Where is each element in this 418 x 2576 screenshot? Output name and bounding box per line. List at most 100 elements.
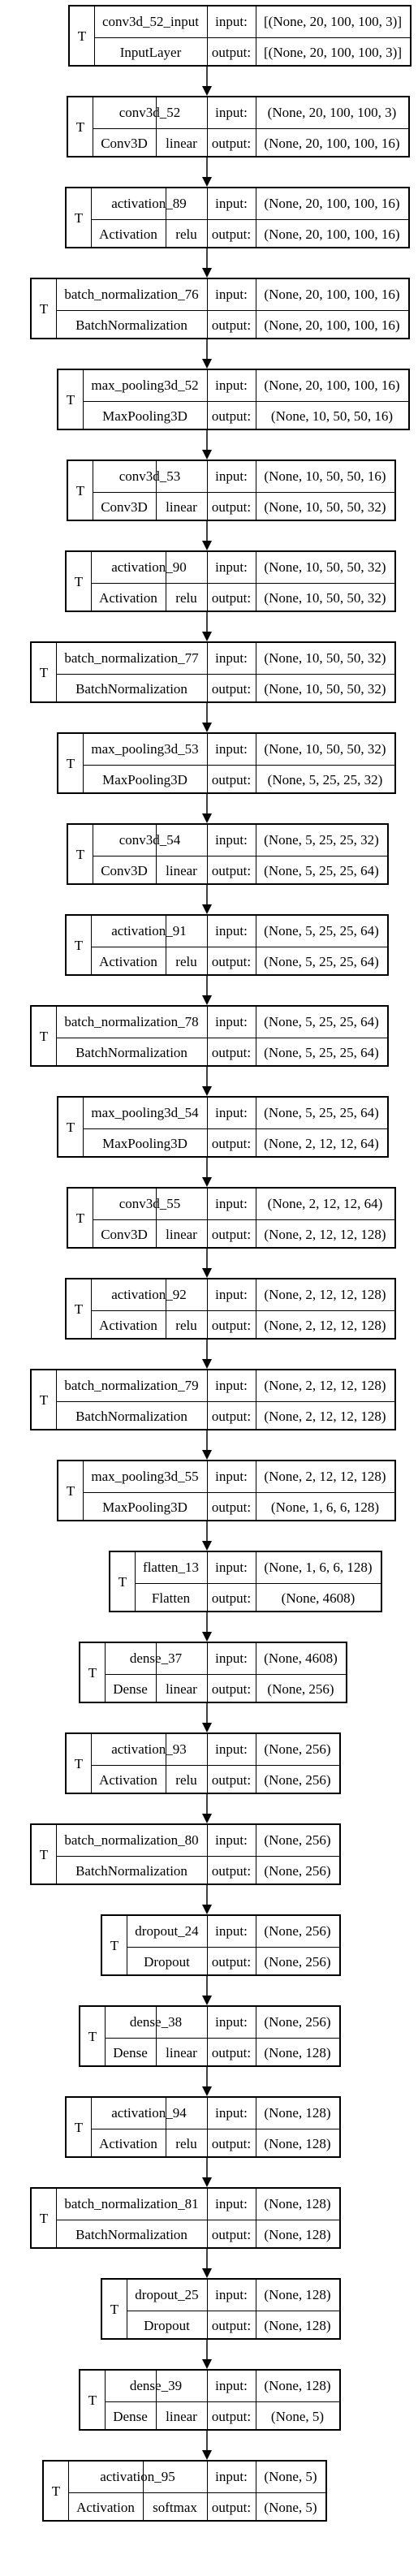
output-shape: (None, 5, 25, 25, 64)	[264, 862, 379, 878]
cell-divider	[83, 370, 84, 429]
output-label: output:	[211, 1953, 252, 1970]
edge-arrowhead	[202, 813, 212, 823]
output-label: output:	[211, 1317, 252, 1333]
edge-arrowhead	[202, 723, 212, 732]
input-shape: (None, 20, 100, 100, 16)	[264, 377, 400, 393]
output-shape: (None, 256)	[264, 1862, 331, 1879]
output-label: output:	[211, 317, 252, 333]
output-shape: (None, 20, 100, 100, 16)	[264, 135, 400, 151]
layer-activation: linear	[166, 1226, 197, 1242]
layer-activation: relu	[175, 1771, 197, 1788]
cell-divider	[207, 370, 208, 429]
input-shape: (None, 2, 12, 12, 64)	[267, 1195, 383, 1211]
cell-divider	[83, 734, 84, 792]
output-label: output:	[211, 953, 252, 969]
row-divider	[105, 2038, 339, 2039]
input-label: input:	[215, 2377, 248, 2393]
row-divider	[91, 1765, 339, 1766]
output-label: output:	[211, 1044, 252, 1060]
output-shape: (None, 256)	[267, 1681, 334, 1697]
output-label: output:	[211, 1862, 252, 1879]
input-label: input:	[215, 2104, 248, 2121]
output-label: output:	[211, 408, 252, 424]
output-shape: (None, 256)	[264, 1953, 331, 1970]
cell-divider	[91, 916, 92, 974]
input-label: input:	[215, 1468, 248, 1484]
layer-type: Dense	[113, 2044, 148, 2060]
layer-type: Conv3D	[101, 862, 148, 878]
input-shape: (None, 5)	[264, 2468, 317, 2484]
layer-type: Dropout	[144, 2317, 190, 2333]
cell-divider	[56, 1825, 57, 1883]
layer-activation: relu	[175, 589, 197, 606]
input-label: input:	[215, 2468, 248, 2484]
layer-activation: linear	[166, 498, 197, 515]
cell-divider	[105, 2007, 106, 2065]
input-shape: (None, 256)	[264, 1741, 331, 1757]
cell-divider	[56, 1007, 57, 1065]
output-shape: (None, 128)	[264, 2317, 331, 2333]
input-label: input:	[215, 1195, 248, 1211]
cell-divider	[207, 643, 208, 701]
cell-divider	[156, 1189, 157, 1247]
input-shape: (None, 128)	[264, 2195, 331, 2211]
edge-arrowhead	[202, 1359, 212, 1369]
output-shape: (None, 128)	[264, 2226, 331, 2242]
layer-type: MaxPooling3D	[102, 771, 187, 787]
edge-arrowhead	[202, 1177, 212, 1187]
edge-arrowhead	[202, 1450, 212, 1460]
layer-name: activation_90	[111, 559, 187, 575]
cell-divider	[156, 2371, 157, 2429]
layer-type: Activation	[99, 953, 157, 969]
cell-divider	[207, 1189, 208, 1247]
row-divider	[83, 1128, 387, 1129]
output-label: output:	[211, 2044, 252, 2060]
layer-type: Conv3D	[101, 135, 148, 151]
edge-arrowhead	[202, 632, 212, 641]
layer-name: dropout_25	[135, 2286, 199, 2302]
cell-divider	[207, 1007, 208, 1065]
row-divider	[83, 401, 408, 402]
input-shape: (None, 5, 25, 25, 64)	[264, 1013, 379, 1029]
cell-divider	[156, 97, 157, 156]
trainable-flag: T	[110, 1937, 119, 1953]
row-divider	[83, 765, 394, 766]
row-divider	[91, 219, 408, 220]
edge-arrowhead	[202, 1814, 212, 1823]
input-label: input:	[215, 1559, 248, 1575]
layer-activation: linear	[166, 1681, 197, 1697]
trainable-flag: T	[88, 2392, 97, 2408]
cell-divider	[135, 1552, 136, 1611]
output-label: output:	[211, 2135, 252, 2151]
row-divider	[94, 37, 410, 38]
row-divider	[105, 2401, 339, 2402]
layer-type: Activation	[99, 1771, 157, 1788]
input-label: input:	[215, 1377, 248, 1393]
output-label: output:	[211, 2499, 252, 2515]
layer-type: Activation	[99, 2135, 157, 2151]
cell-divider	[56, 2189, 57, 2247]
trainable-flag: T	[75, 1210, 85, 1226]
edge-arrowhead	[202, 1086, 212, 1096]
cell-divider	[207, 2189, 208, 2247]
layer-name: conv3d_52	[119, 104, 181, 120]
cell-divider	[207, 6, 208, 65]
cell-divider	[207, 2462, 208, 2520]
layer-name: conv3d_52_input	[102, 13, 199, 29]
input-shape: (None, 128)	[264, 2286, 331, 2302]
cell-divider	[207, 461, 208, 520]
output-label: output:	[211, 226, 252, 242]
cell-divider	[105, 1643, 106, 1702]
